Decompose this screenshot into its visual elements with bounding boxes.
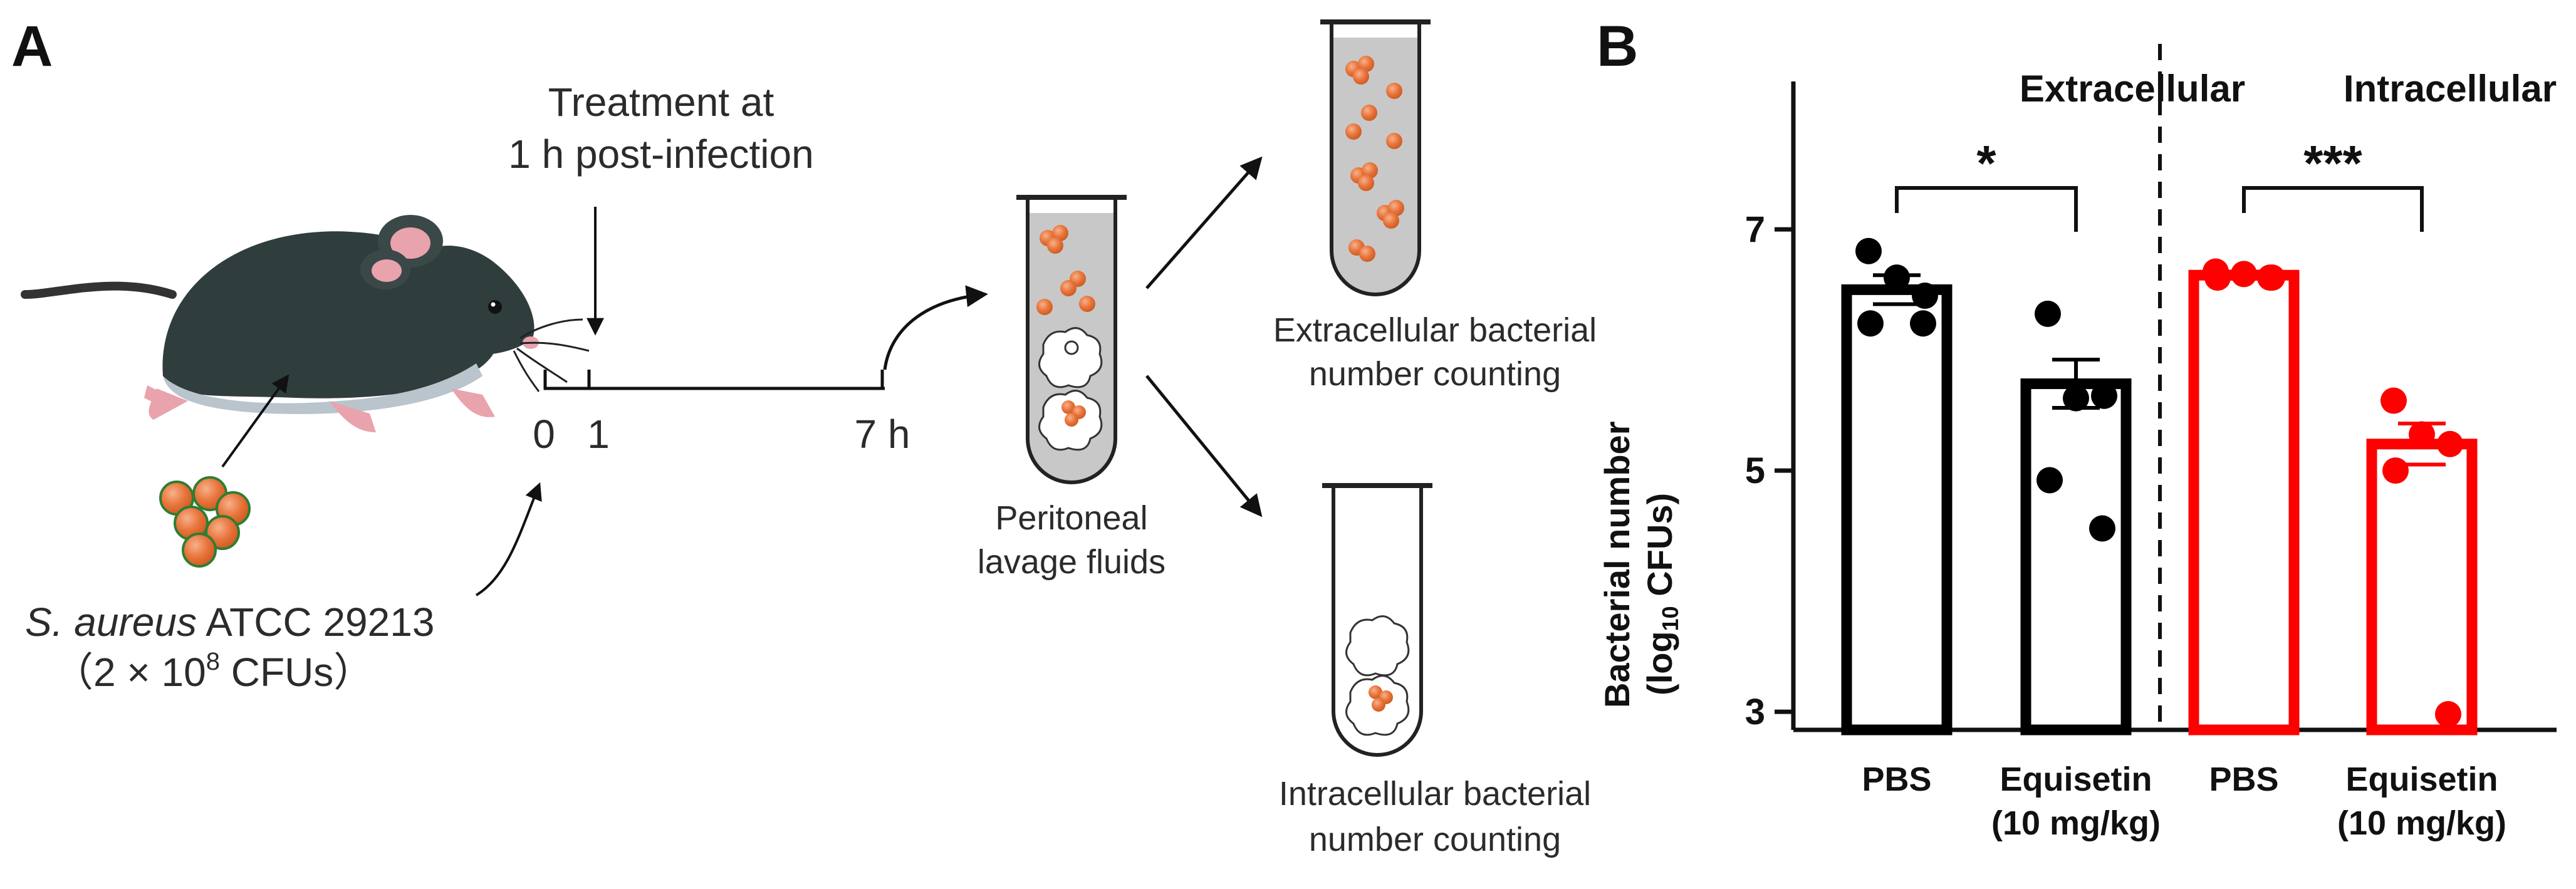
data-point — [1912, 283, 1938, 309]
data-point — [1855, 237, 1882, 264]
group-label-extracellular: Extracellular — [2020, 68, 2245, 110]
extracellular-tube-icon — [1320, 19, 1431, 296]
data-point — [1857, 310, 1884, 337]
timeline-tick-7h: 7 h — [855, 412, 910, 457]
panel-a: A — [11, 14, 1597, 858]
data-point — [2435, 700, 2461, 727]
data-point — [2257, 264, 2283, 291]
lavage-label-line1: Peritoneal — [995, 499, 1147, 537]
extracellular-counting-line2: number counting — [1309, 355, 1561, 393]
group-label-intracellular: Intracellular — [2344, 68, 2557, 110]
data-point — [1910, 310, 1936, 337]
data-point — [2035, 300, 2061, 327]
data-point — [2231, 261, 2257, 288]
bar — [2188, 269, 2300, 736]
x-tick-label: (10 mg/kg) — [1991, 804, 2161, 842]
panel-b: B Extracellular Intracellular Bacterial … — [1597, 14, 2557, 842]
y-axis-title-line1: Bacterial number — [1597, 422, 1637, 709]
y-axis-title-line2: (log10 CFUs) — [1640, 493, 1683, 695]
treatment-label-line1: Treatment at — [548, 80, 774, 125]
data-point — [1884, 264, 1910, 291]
data-point — [2091, 382, 2117, 409]
extracellular-counting-line1: Extracellular bacterial — [1273, 311, 1597, 349]
lavage-tube-icon — [1016, 195, 1127, 484]
treatment-label-line2: 1 h post-infection — [508, 132, 813, 177]
bar — [1841, 284, 1953, 736]
intracellular-tube-icon — [1322, 483, 1432, 757]
bar — [2020, 378, 2132, 736]
significance-marker: * — [1976, 135, 1996, 191]
data-point — [2204, 264, 2231, 291]
y-tick-label: 3 — [1745, 692, 1765, 732]
x-tick-label: PBS — [2209, 761, 2278, 798]
x-tick-label: PBS — [1862, 761, 1931, 798]
intracellular-counting-line2: number counting — [1309, 821, 1561, 858]
inoculum-label: （2 × 108 CFUs） — [53, 648, 373, 695]
data-point — [2409, 421, 2435, 448]
y-tick-label: 5 — [1745, 450, 1765, 491]
intracellular-counting-line1: Intracellular bacterial — [1279, 775, 1591, 813]
bacteria-cluster-icon — [159, 476, 251, 568]
x-tick-label: (10 mg/kg) — [2337, 804, 2506, 842]
panel-b-label: B — [1597, 14, 1638, 78]
significance-bracket — [2242, 186, 2424, 232]
panel-a-label: A — [11, 14, 53, 78]
data-point — [2437, 430, 2463, 457]
y-tick-label: 7 — [1745, 209, 1765, 250]
significance-marker: *** — [2303, 135, 2362, 191]
data-point — [2036, 467, 2063, 494]
timeline-tick-1: 1 — [587, 412, 610, 457]
bar — [2366, 439, 2478, 736]
data-point — [2382, 457, 2409, 484]
significance-bracket — [1895, 186, 2078, 232]
x-tick-label: Equisetin — [2345, 761, 2498, 798]
timeline-tick-0: 0 — [533, 412, 555, 457]
data-point — [2063, 385, 2089, 412]
strain-label: S. aureus ATCC 29213 — [25, 600, 434, 645]
data-point — [2089, 515, 2115, 542]
x-tick-label: Equisetin — [2000, 761, 2152, 798]
lavage-label-line2: lavage fluids — [978, 543, 1165, 581]
data-point — [2380, 387, 2407, 414]
timeline: 0 1 7 h — [533, 285, 988, 457]
mouse-illustration — [21, 215, 590, 432]
